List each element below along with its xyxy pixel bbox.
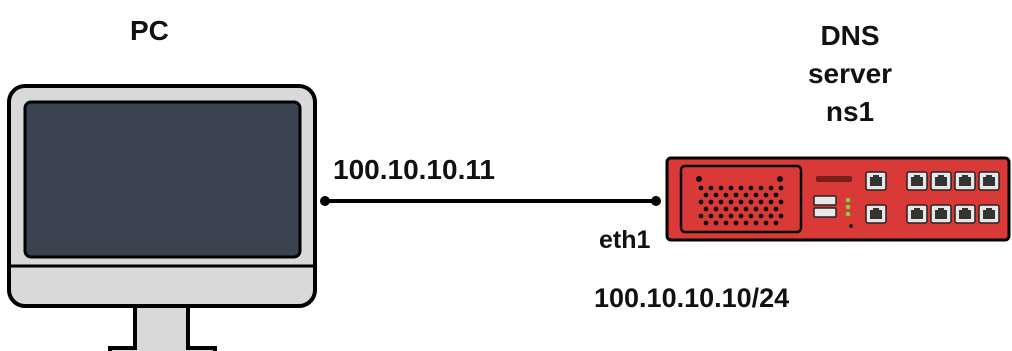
vent-hole <box>703 192 709 198</box>
dns-server-label: DNS server ns1 <box>800 17 900 131</box>
link-endpoint-server <box>651 196 661 206</box>
vent-hole <box>753 206 759 212</box>
server-vent-grid <box>698 185 784 226</box>
vent-hole <box>733 220 739 226</box>
monitor-stand <box>108 304 217 351</box>
vent-hole <box>748 199 754 205</box>
vent-hole <box>713 220 719 226</box>
vent-hole <box>768 185 774 191</box>
ethernet-port-grid <box>865 171 1000 224</box>
vent-hole <box>778 213 784 219</box>
vent-hole <box>713 206 719 212</box>
server-screw <box>777 176 783 182</box>
pc-label: PC <box>130 15 169 46</box>
ethernet-port <box>954 204 976 224</box>
dns-server-label-line: ns1 <box>825 96 875 127</box>
status-led <box>845 204 851 210</box>
dns-server-label-line: DNS <box>820 20 880 51</box>
usb-port <box>813 195 837 206</box>
vent-hole <box>718 185 724 191</box>
vent-hole <box>738 199 744 205</box>
vent-hole <box>763 220 769 226</box>
vent-hole <box>758 213 764 219</box>
server-screw <box>696 176 702 182</box>
vent-hole <box>728 213 734 219</box>
vent-hole <box>758 199 764 205</box>
status-led <box>845 197 851 203</box>
link-endpoint-pc <box>320 196 330 206</box>
vent-hole <box>743 220 749 226</box>
dns-server-label-line: server <box>807 58 893 89</box>
ethernet-port <box>865 171 887 191</box>
vent-hole <box>733 192 739 198</box>
vent-hole <box>763 206 769 212</box>
monitor-icon <box>7 84 317 351</box>
pc-ip-address: 100.10.10.11 <box>333 154 495 185</box>
vent-hole <box>713 192 719 198</box>
vent-hole <box>708 213 714 219</box>
ethernet-port <box>930 171 952 191</box>
server-icon <box>665 156 1011 242</box>
vent-hole <box>753 192 759 198</box>
vent-hole <box>703 206 709 212</box>
server-ip-address: 100.10.10.10/24 <box>594 283 790 313</box>
vent-hole <box>723 220 729 226</box>
vent-hole <box>723 192 729 198</box>
vent-hole <box>723 206 729 212</box>
vent-hole <box>758 185 764 191</box>
ethernet-port <box>906 204 928 224</box>
vent-hole <box>778 185 784 191</box>
vent-hole <box>703 220 709 226</box>
vent-hole <box>768 199 774 205</box>
server-brand-logo <box>816 176 852 182</box>
usb-port <box>813 207 837 218</box>
monitor-screen <box>23 100 302 259</box>
vent-hole <box>773 206 779 212</box>
ethernet-port <box>954 171 976 191</box>
vent-hole <box>708 199 714 205</box>
server-front-plate <box>679 164 803 234</box>
vent-hole <box>753 220 759 226</box>
ethernet-port <box>978 171 1000 191</box>
vent-hole <box>718 199 724 205</box>
vent-hole <box>763 192 769 198</box>
status-led <box>845 211 851 217</box>
vent-hole <box>698 199 704 205</box>
vent-hole <box>708 185 714 191</box>
vent-hole <box>773 220 779 226</box>
vent-hole <box>728 199 734 205</box>
vent-hole <box>743 206 749 212</box>
vent-hole <box>728 185 734 191</box>
vent-hole <box>738 185 744 191</box>
network-link <box>320 196 661 206</box>
vent-hole <box>773 192 779 198</box>
ethernet-port <box>930 204 952 224</box>
reset-button <box>849 224 853 228</box>
vent-hole <box>768 213 774 219</box>
vent-hole <box>733 206 739 212</box>
ethernet-port <box>865 204 887 224</box>
vent-hole <box>778 199 784 205</box>
ethernet-port <box>906 171 928 191</box>
vent-hole <box>718 213 724 219</box>
vent-hole <box>698 185 704 191</box>
ethernet-port <box>978 204 1000 224</box>
vent-hole <box>738 213 744 219</box>
vent-hole <box>743 192 749 198</box>
server-interface-label: eth1 <box>599 226 651 254</box>
vent-hole <box>748 213 754 219</box>
vent-hole <box>748 185 754 191</box>
vent-hole <box>698 213 704 219</box>
